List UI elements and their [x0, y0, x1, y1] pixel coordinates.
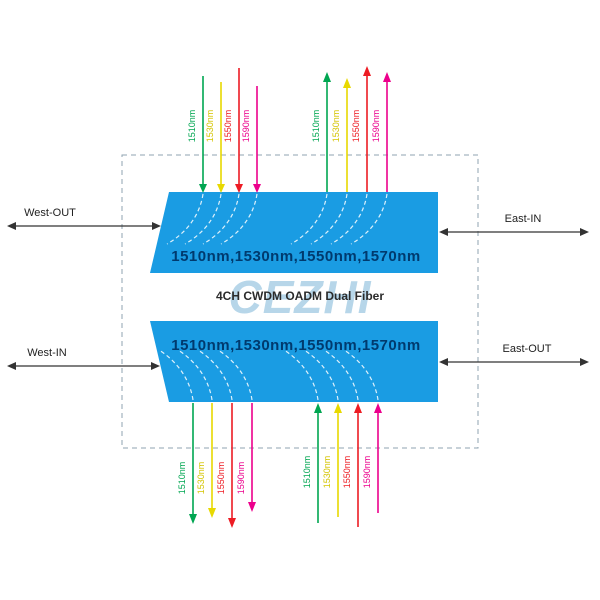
light-path-curve: [166, 193, 204, 245]
bottom-drop-arrow-group: 1510nm 1530nm 1550nm 1590nm: [177, 403, 256, 528]
channel-label-1590nm: 1590nm: [362, 456, 372, 489]
channel-label-1550nm: 1550nm: [342, 456, 352, 489]
arrow-head: [199, 184, 207, 193]
channel-arrow-1510nm: 1510nm: [311, 72, 331, 192]
arrow-head: [208, 508, 216, 518]
top-drop-arrow-group: 1510nm 1530nm 1550nm 1590nm: [311, 66, 391, 192]
arrow-head: [314, 403, 322, 413]
brand-watermark: CEZHI: [229, 271, 372, 323]
channel-label-1530nm: 1530nm: [331, 110, 341, 143]
light-path-curve: [343, 349, 379, 401]
channel-arrow-1550nm: 1550nm: [216, 403, 236, 528]
channel-label-1510nm: 1510nm: [177, 462, 187, 495]
west-in-left-arrowhead: [7, 362, 16, 370]
light-path-curve: [350, 193, 388, 245]
bottom-device-band-label: 1510nm,1530nm,1550nm,1570nm: [171, 337, 420, 354]
east-out-port: East-OUT: [439, 343, 589, 366]
channel-label-1510nm: 1510nm: [302, 456, 312, 489]
arrow-head: [323, 72, 331, 82]
channel-label-1530nm: 1530nm: [322, 456, 332, 489]
channel-label-1590nm: 1590nm: [236, 462, 246, 495]
west-out-port: West-OUT: [7, 207, 161, 230]
channel-arrow-1530nm: 1530nm: [205, 82, 225, 193]
arrow-head: [374, 403, 382, 413]
channel-label-1510nm: 1510nm: [187, 110, 197, 143]
bottom-device-body: [150, 321, 438, 402]
top-device-band-label: 1510nm,1530nm,1550nm,1570nm: [171, 248, 420, 265]
arrow-head: [354, 403, 362, 413]
east-out-left-arrowhead: [439, 358, 448, 366]
east-in-port: East-IN: [439, 213, 589, 236]
light-path-curve: [330, 193, 368, 245]
channel-label-1550nm: 1550nm: [223, 110, 233, 143]
light-path-curve: [220, 193, 258, 245]
west-out-left-arrowhead: [7, 222, 16, 230]
channel-label-1530nm: 1530nm: [205, 110, 215, 143]
bottom-add-arrow-group: 1510nm 1530nm 1550nm 1590nm: [302, 403, 382, 527]
channel-arrow-1530nm: 1530nm: [196, 403, 216, 518]
channel-label-1530nm: 1530nm: [196, 462, 206, 495]
arrow-head: [383, 72, 391, 82]
channel-label-1590nm: 1590nm: [371, 110, 381, 143]
arrow-head: [228, 518, 236, 528]
light-path-curve: [290, 193, 328, 245]
top-device-body: [150, 192, 438, 273]
light-path-curve: [202, 193, 240, 245]
channel-arrow-1590nm: 1590nm: [362, 403, 382, 513]
channel-label-1550nm: 1550nm: [351, 110, 361, 143]
channel-arrow-1550nm: 1550nm: [223, 68, 243, 193]
arrow-head: [235, 184, 243, 193]
light-path-curve: [303, 349, 339, 401]
channel-arrow-1530nm: 1530nm: [322, 403, 342, 517]
east-in-label: East-IN: [505, 213, 542, 225]
east-out-right-arrowhead: [580, 358, 589, 366]
channel-arrow-1590nm: 1590nm: [371, 72, 391, 192]
light-path-curve: [158, 349, 194, 401]
channel-label-1550nm: 1550nm: [216, 462, 226, 495]
channel-arrow-1550nm: 1550nm: [342, 403, 362, 527]
east-in-right-arrowhead: [580, 228, 589, 236]
channel-arrow-1550nm: 1550nm: [351, 66, 371, 192]
arrow-head: [363, 66, 371, 76]
arrow-head: [334, 403, 342, 413]
east-out-label: East-OUT: [503, 343, 552, 355]
west-in-label: West-IN: [27, 347, 67, 359]
light-path-curve: [217, 349, 253, 401]
light-path-curves-top: [166, 193, 388, 245]
top-add-arrow-group: 1510nm 1530nm 1550nm 1590nm: [187, 68, 261, 193]
west-out-label: West-OUT: [24, 207, 76, 219]
arrow-head: [248, 502, 256, 512]
channel-arrow-1510nm: 1510nm: [177, 403, 197, 524]
west-out-right-arrowhead: [152, 222, 161, 230]
light-path-curves-bottom: [158, 349, 379, 401]
west-in-right-arrowhead: [151, 362, 160, 370]
channel-arrow-1590nm: 1590nm: [236, 403, 256, 512]
channel-arrow-1590nm: 1590nm: [241, 86, 261, 193]
channel-label-1590nm: 1590nm: [241, 110, 251, 143]
arrow-head: [343, 78, 351, 88]
device-title: 4CH CWDM OADM Dual Fiber: [216, 289, 384, 303]
east-in-left-arrowhead: [439, 228, 448, 236]
channel-arrow-1510nm: 1510nm: [302, 403, 322, 523]
light-path-curve: [323, 349, 359, 401]
light-path-curve: [310, 193, 348, 245]
arrow-head: [189, 514, 197, 524]
channel-arrow-1510nm: 1510nm: [187, 76, 207, 193]
arrow-head: [217, 184, 225, 193]
light-path-curve: [177, 349, 213, 401]
channel-arrow-1530nm: 1530nm: [331, 78, 351, 192]
channel-label-1510nm: 1510nm: [311, 110, 321, 143]
light-path-curve: [283, 349, 319, 401]
arrow-head: [253, 184, 261, 193]
west-in-port: West-IN: [7, 347, 160, 370]
light-path-curve: [197, 349, 233, 401]
light-path-curve: [184, 193, 222, 245]
